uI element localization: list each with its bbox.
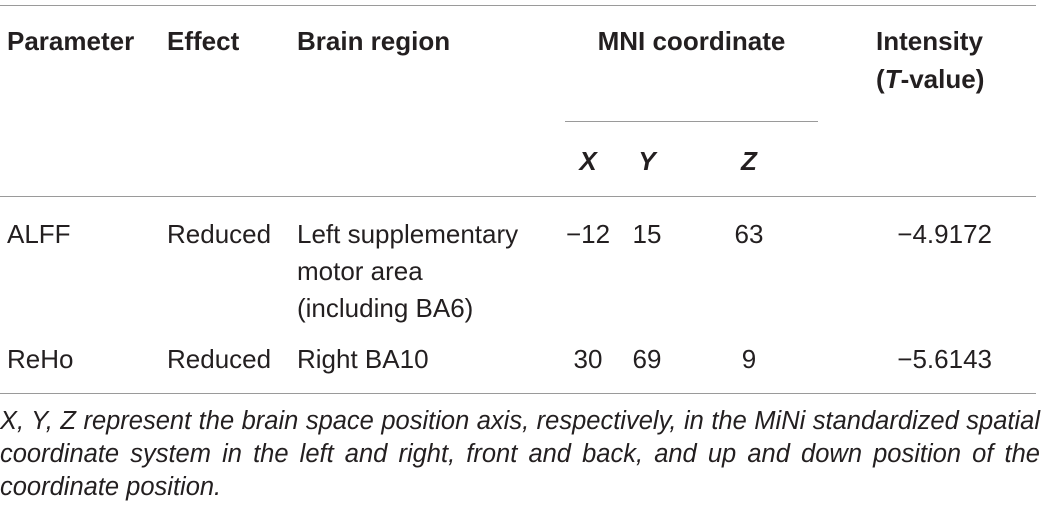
header-effect: Effect bbox=[167, 26, 240, 56]
table-bottom-rule bbox=[0, 393, 1036, 394]
header-y: Y bbox=[638, 146, 656, 176]
row-1-effect: Reduced bbox=[167, 219, 272, 249]
table-footnote: X, Y, Z represent the brain space positi… bbox=[0, 407, 1040, 501]
header-intensity-line1: Intensity bbox=[876, 26, 983, 56]
row-1-parameter: ALFF bbox=[7, 219, 71, 249]
table-top-rule bbox=[0, 5, 1036, 6]
row-2-effect: Reduced bbox=[167, 344, 272, 374]
header-intensity-line2: (T-value) bbox=[876, 61, 984, 97]
row-1-brain-region-line-3: (including BA6) bbox=[297, 293, 474, 323]
row-2-brain-region-line-1: Right BA10 bbox=[297, 344, 429, 374]
header-x: X bbox=[579, 146, 597, 176]
row-1-brain-region-line-1: Left supplementary bbox=[297, 219, 519, 249]
header-z: Z bbox=[741, 146, 757, 176]
header-brain-region: Brain region bbox=[297, 26, 451, 56]
row-1-y: 15 bbox=[632, 219, 662, 249]
row-2-intensity: −5.6143 bbox=[897, 344, 992, 374]
row-2-parameter: ReHo bbox=[7, 344, 74, 374]
row-2-x: 30 bbox=[573, 344, 603, 374]
row-2-z: 9 bbox=[741, 344, 757, 374]
header-mni-coordinate: MNI coordinate bbox=[597, 26, 786, 56]
row-2-y: 69 bbox=[632, 344, 662, 374]
row-1-intensity: −4.9172 bbox=[897, 219, 992, 249]
row-1-z: 63 bbox=[734, 219, 764, 249]
header-intensity-open: ( bbox=[876, 64, 885, 94]
table-header-rule bbox=[0, 196, 1036, 197]
header-intensity-close: -value) bbox=[900, 64, 985, 94]
row-1-x: −12 bbox=[565, 219, 611, 249]
mni-coordinate-rule bbox=[565, 121, 818, 122]
row-1-brain-region-line-2: motor area bbox=[297, 256, 423, 286]
header-parameter: Parameter bbox=[7, 26, 135, 56]
header-intensity-t: T bbox=[884, 64, 901, 94]
